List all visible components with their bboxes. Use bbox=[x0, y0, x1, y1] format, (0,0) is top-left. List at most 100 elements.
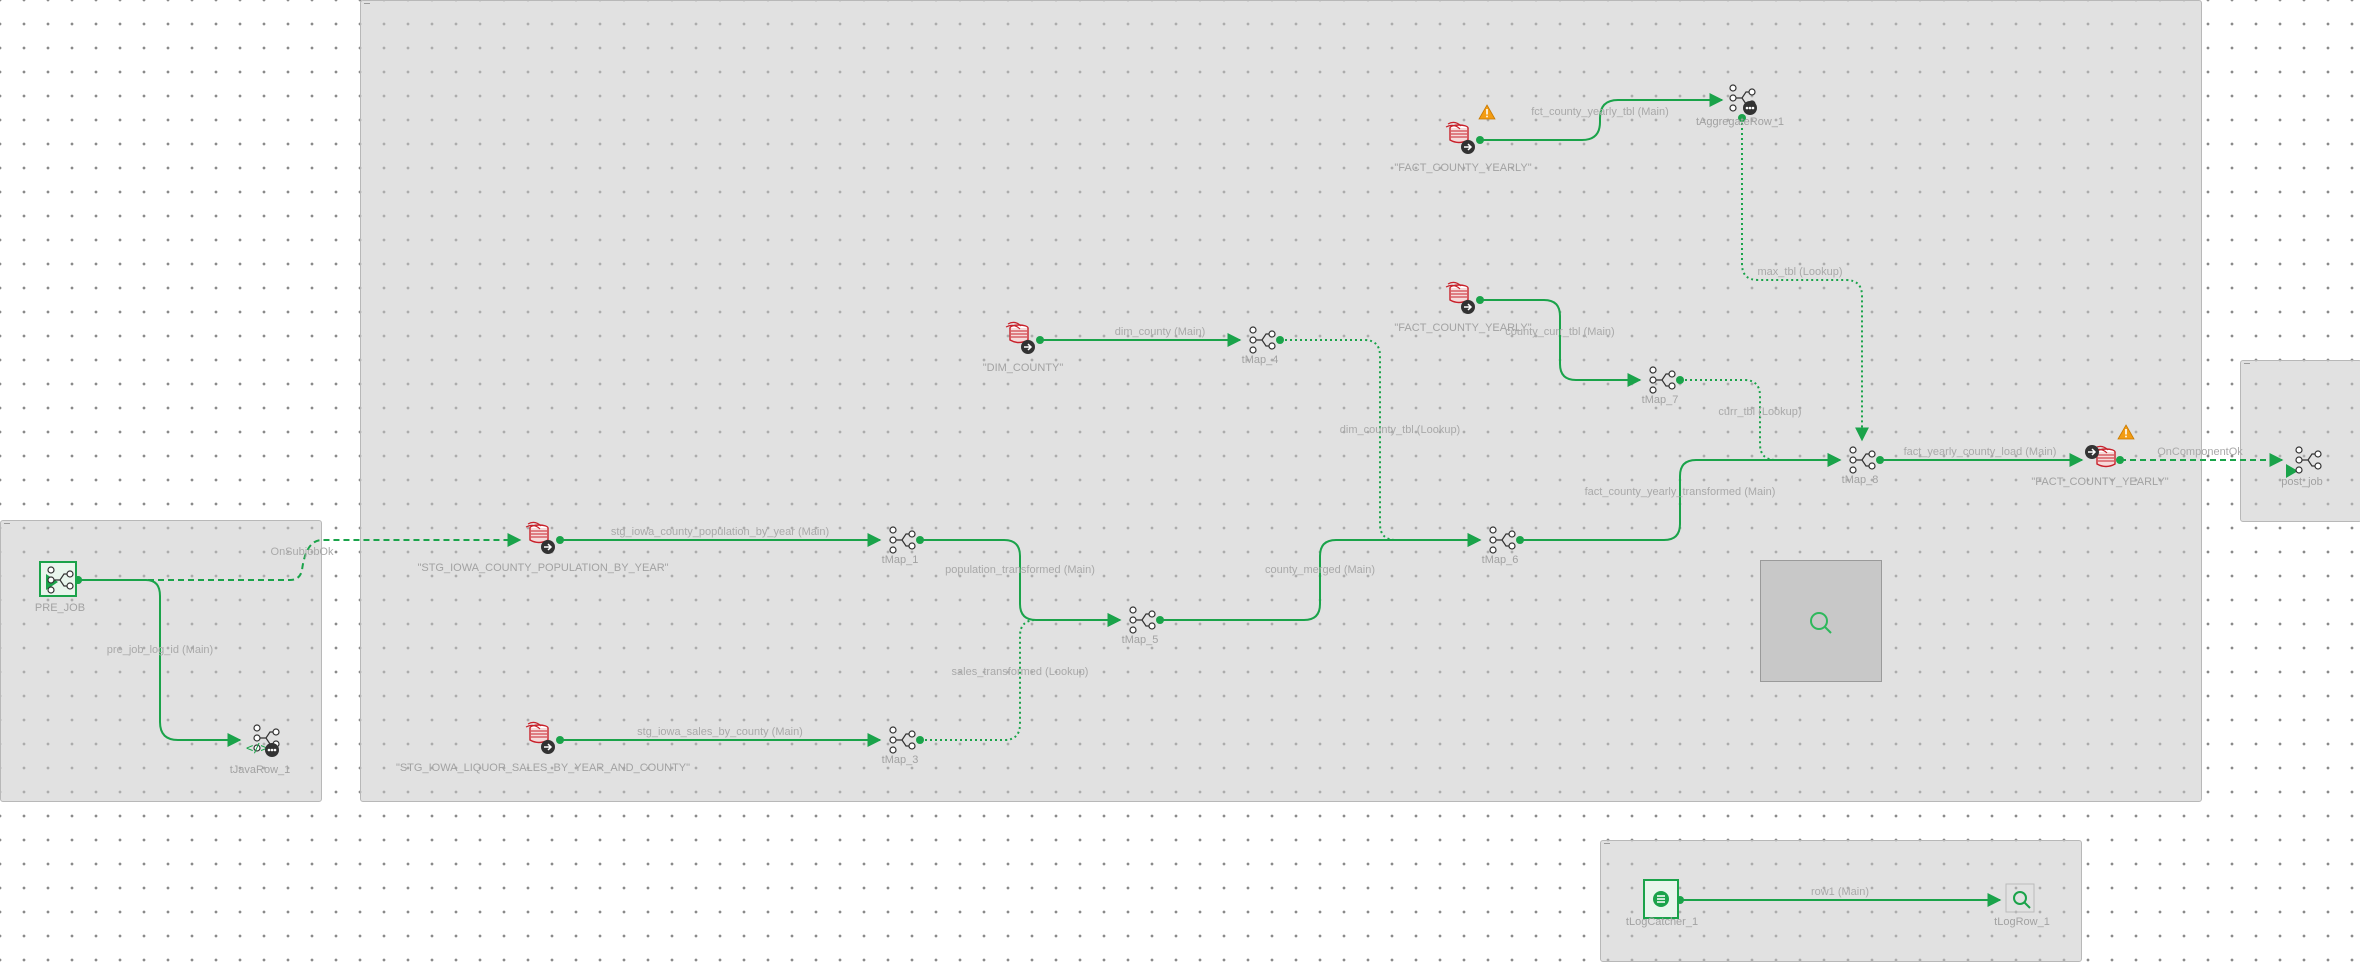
tmap-icon bbox=[1249, 326, 1276, 354]
dbin-icon bbox=[1445, 281, 1475, 314]
node-tmap5[interactable] bbox=[1120, 598, 1164, 642]
tmap-icon bbox=[1649, 366, 1676, 394]
connection-e_curr[interactable] bbox=[1480, 299, 1642, 387]
connector-dot[interactable] bbox=[1738, 114, 1746, 122]
subjob-main bbox=[360, 0, 2202, 802]
tmap-icon bbox=[253, 724, 280, 752]
map-glyph bbox=[47, 566, 74, 594]
connector-dot[interactable] bbox=[916, 536, 924, 544]
edge-label-e_prejob: pre_job_log_id (Main) bbox=[106, 644, 214, 656]
map-glyph bbox=[2295, 446, 2322, 474]
svg-text:</>: </> bbox=[246, 741, 268, 755]
node-logcatcher[interactable] bbox=[1640, 878, 1684, 922]
node-logrow[interactable] bbox=[2000, 878, 2044, 922]
connection-e_fct[interactable] bbox=[1480, 93, 1724, 141]
node-tmap7[interactable] bbox=[1640, 358, 1684, 402]
connector-dot[interactable] bbox=[1156, 616, 1164, 624]
dbout-icon bbox=[2085, 445, 2116, 468]
node-tmap3[interactable] bbox=[880, 718, 924, 762]
node-stgpop[interactable] bbox=[521, 518, 565, 562]
dbin-icon bbox=[525, 521, 555, 554]
connection-e_currtbl[interactable] bbox=[1680, 379, 1842, 467]
connector-dot[interactable] bbox=[1676, 376, 1684, 384]
postjob-icon bbox=[2286, 446, 2322, 478]
node-javarow[interactable]: </> bbox=[240, 720, 284, 764]
connector-dot[interactable] bbox=[1516, 536, 1524, 544]
tmap-icon bbox=[889, 526, 916, 554]
connector-dot[interactable] bbox=[1036, 336, 1044, 344]
node-label-logcatcher: tLogCatcher_1 bbox=[1625, 916, 1699, 928]
node-label-tmap3: tMap_3 bbox=[881, 754, 919, 766]
database-icon bbox=[525, 521, 549, 544]
dbin-icon bbox=[1445, 121, 1475, 154]
warning-icon[interactable] bbox=[1478, 104, 1496, 120]
database-icon bbox=[1005, 321, 1029, 344]
node-label-tagg: tAggregateRow_1 bbox=[1695, 116, 1785, 128]
warning-icon[interactable] bbox=[2117, 424, 2135, 440]
node-label-tmap1: tMap_1 bbox=[881, 554, 919, 566]
database-icon bbox=[1445, 281, 1469, 304]
edge-label-e_pop: stg_iowa_county_population_by_year (Main… bbox=[610, 526, 830, 538]
connection-e_poptr[interactable] bbox=[920, 539, 1122, 627]
node-stgsales[interactable] bbox=[521, 718, 565, 762]
node-label-tmap5: tMap_5 bbox=[1121, 634, 1159, 646]
note[interactable] bbox=[1760, 560, 1882, 682]
edge-label-e_dimtbl: dim_county_tbl (Lookup) bbox=[1339, 424, 1461, 436]
connection-e_salestr[interactable] bbox=[920, 613, 1122, 741]
node-label-tmap7: tMap_7 bbox=[1641, 394, 1679, 406]
connection-e_prejob[interactable] bbox=[78, 579, 242, 747]
edge-label-e_sales: stg_iowa_sales_by_county (Main) bbox=[637, 726, 803, 738]
connection-e_ok[interactable] bbox=[78, 533, 522, 581]
connection-e_fcttr[interactable] bbox=[1520, 453, 1842, 541]
logrow-icon bbox=[2005, 883, 2035, 913]
node-dimcounty[interactable] bbox=[1001, 318, 1045, 362]
edge-label-e_fcttr: fact_county_yearly_transformed (Main) bbox=[1584, 486, 1776, 498]
connection-e_merged[interactable] bbox=[1160, 533, 1482, 621]
node-factout[interactable] bbox=[2080, 438, 2124, 482]
node-tmap4[interactable] bbox=[1240, 318, 1284, 362]
node-tmap6[interactable] bbox=[1480, 518, 1524, 562]
tmap-icon bbox=[889, 726, 916, 754]
node-factin1[interactable] bbox=[1441, 118, 1485, 162]
node-label-stgpop: "STG_IOWA_COUNTY_POPULATION_BY_YEAR" bbox=[417, 562, 669, 574]
node-tagg[interactable] bbox=[1720, 78, 1764, 122]
edge-label-e_salestr: sales_transformed (Lookup) bbox=[951, 666, 1089, 678]
subjob-postjob bbox=[2240, 360, 2360, 522]
connector-dot[interactable] bbox=[1276, 336, 1284, 344]
edge-label-e_oncomp: OnComponentOk bbox=[2157, 446, 2243, 458]
database-icon bbox=[525, 721, 549, 744]
tmap-icon bbox=[1489, 526, 1516, 554]
connector-dot[interactable] bbox=[916, 736, 924, 744]
connection-e_dimtbl[interactable] bbox=[1280, 339, 1482, 547]
connector-dot[interactable] bbox=[1876, 456, 1884, 464]
edge-label-e_load: fact_yearly_county_load (Main) bbox=[1903, 446, 2057, 458]
connector-dot[interactable] bbox=[1476, 136, 1484, 144]
node-label-tmap8: tMap_8 bbox=[1841, 474, 1879, 486]
connector-dot[interactable] bbox=[556, 536, 564, 544]
edge-label-e_merged: county_merged (Main) bbox=[1264, 564, 1376, 576]
edge-label-e_ok: OnSubjobOk bbox=[270, 546, 334, 558]
edge-label-e_dim: dim_county (Main) bbox=[1114, 326, 1206, 338]
connector-dot[interactable] bbox=[2116, 456, 2124, 464]
node-tmap8[interactable] bbox=[1840, 438, 1884, 482]
database-icon bbox=[1445, 121, 1469, 144]
connection-e_max[interactable] bbox=[1741, 118, 1869, 442]
node-label-factout: "FACT_COUNTY_YEARLY" bbox=[2031, 476, 2169, 488]
dbin-icon bbox=[525, 721, 555, 754]
node-factin2[interactable] bbox=[1441, 278, 1485, 322]
node-tmap1[interactable] bbox=[880, 518, 924, 562]
tmap-icon bbox=[1849, 446, 1876, 474]
edge-label-e_curr: county_curr_tbl (Main) bbox=[1505, 326, 1615, 338]
connector-dot[interactable] bbox=[556, 736, 564, 744]
connector-dot[interactable] bbox=[1476, 296, 1484, 304]
node-prejob[interactable] bbox=[38, 558, 82, 602]
prejob-icon bbox=[39, 561, 77, 597]
tmap-icon bbox=[889, 726, 916, 754]
tmap-icon bbox=[1649, 366, 1676, 394]
node-postjob[interactable] bbox=[2280, 438, 2324, 482]
node-label-factin1: "FACT_COUNTY_YEARLY" bbox=[1394, 162, 1532, 174]
edge-label-e_currtbl: curr_tbl (Lookup) bbox=[1718, 406, 1802, 418]
tmap-icon bbox=[1129, 606, 1156, 634]
edge-label-e_row1: row1 (Main) bbox=[1810, 886, 1870, 898]
